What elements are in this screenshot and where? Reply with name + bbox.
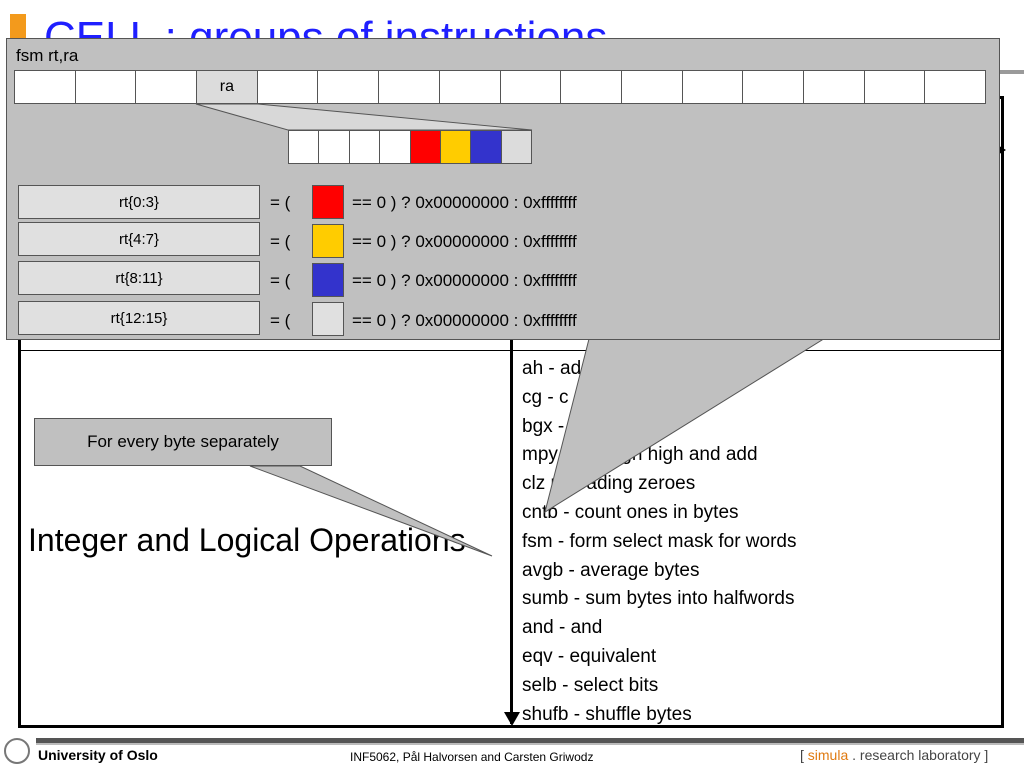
list-item: fsm - form select mask for words [522,530,797,552]
register-cell [925,71,985,103]
lab-logo-text: [ simula . research laboratory ] [800,747,988,763]
bit-cell [501,131,531,163]
table-column-divider-arrow [510,96,513,724]
register-cell [136,71,198,103]
list-item: ah - ad [522,358,582,379]
footer-bar [36,738,1024,743]
list-item: and - and [522,617,603,639]
color-swatch [312,302,344,336]
color-swatch [312,185,344,219]
mask-expression: == 0 ) ? 0x00000000 : 0xffffffff [352,232,577,251]
list-item: selb - select bits [522,674,659,696]
footer-bar-light [36,743,1024,745]
list-item: bgx - b ate [522,415,612,437]
bit-cell [410,131,441,163]
register-cell [439,71,501,103]
eq-open: = ( [270,271,291,290]
rt-field-2: rt{8:11} [18,261,260,295]
eq-open: = ( [270,232,291,251]
list-item: eqv - equivalent [522,645,657,667]
register-cell [743,71,804,103]
lab-brand: simula [807,747,849,763]
list-item: mpy ltiply high high and add [522,444,758,466]
bit-cell [380,131,411,163]
list-item: cg - c [522,386,569,408]
rt-field-0: rt{0:3} [18,185,260,219]
instruction-list: ah - ad cg - c bgx - b ate mpy ltiply hi… [522,355,797,729]
register-cell [379,71,440,103]
register-cell [15,71,76,103]
list-item: avgb - average bytes [522,559,700,581]
byte-note-callout: For every byte separately [34,418,332,466]
register-ra-row: ra [14,70,986,104]
register-cell [257,71,319,103]
eq-open: = ( [270,311,291,330]
bit-cell [440,131,472,163]
list-item: shufb - shuffle bytes [522,703,692,725]
category-label: Integer and Logical Operations [28,522,466,558]
bit-cell [289,131,320,163]
register-cell [500,71,562,103]
list-item: cntb - count ones in bytes [522,501,739,523]
mask-expression: == 0 ) ? 0x00000000 : 0xffffffff [352,193,577,212]
bit-cell [471,131,502,163]
course-credit: INF5062, Pål Halvorsen and Carsten Griwo… [350,750,594,764]
color-swatch [312,224,344,258]
lab-bracket: [ [800,747,808,763]
eq-open: = ( [270,193,291,212]
register-cell [864,71,926,103]
color-swatch [312,263,344,297]
rt-field-1: rt{4:7} [18,222,260,256]
ra-bits-expanded [288,130,532,164]
university-seal-icon [4,738,30,764]
mask-expression: == 0 ) ? 0x00000000 : 0xffffffff [352,311,577,330]
register-cell [561,71,622,103]
register-cell [75,71,137,103]
register-cell [803,71,865,103]
title-rule [990,70,1024,74]
rt-field-3: rt{12:15} [18,301,260,335]
list-item: clz nt leading zeroes [522,473,696,495]
register-cell [682,71,744,103]
list-item: sumb - sum bytes into halfwords [522,588,795,610]
arrow-down-icon [504,712,520,726]
register-cell-ra: ra [197,71,258,103]
register-cell [318,71,380,103]
bit-cell [319,131,350,163]
mask-expression: == 0 ) ? 0x00000000 : 0xffffffff [352,271,577,290]
arrow-right-icon [996,144,1006,156]
university-name: University of Oslo [38,747,158,763]
lab-name: . research laboratory ] [848,747,989,763]
bit-cell [349,131,381,163]
register-cell [621,71,683,103]
instruction-syntax-label: fsm rt,ra [16,46,79,65]
